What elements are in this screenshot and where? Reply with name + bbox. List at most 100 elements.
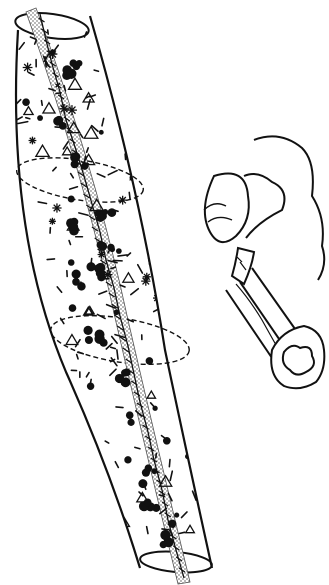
rod-inclusion (94, 70, 98, 71)
stippled-core (26, 8, 190, 584)
dot-inclusion (160, 530, 170, 540)
axial-core (26, 8, 190, 584)
rod-inclusion (19, 43, 24, 50)
dot-inclusion (174, 513, 179, 518)
dot-inclusion (68, 259, 75, 266)
triangle-inclusion (123, 273, 134, 282)
dot-inclusion (96, 214, 104, 222)
dot-inclusion (72, 278, 80, 286)
dot-inclusion (68, 195, 75, 202)
rod-inclusion (35, 40, 37, 44)
dot-inclusion (72, 270, 81, 279)
star-inclusion (23, 63, 33, 73)
rod-inclusion (153, 264, 154, 268)
rod-inclusion (87, 100, 90, 109)
triangle-inclusion (133, 171, 144, 180)
dot-inclusion (83, 326, 92, 335)
star-inclusion (141, 276, 150, 285)
dot-inclusion (124, 456, 131, 463)
rod-inclusion (70, 187, 78, 189)
rod-inclusion (29, 72, 34, 75)
rod-inclusion (84, 32, 86, 37)
rod-inclusion (127, 253, 130, 256)
star-inclusion (52, 203, 61, 212)
dot-inclusion (152, 468, 158, 474)
rod-inclusion (87, 148, 89, 152)
rod-inclusion (138, 265, 143, 273)
rod-inclusion (38, 202, 46, 204)
inset-segment (204, 136, 324, 388)
rod-inclusion (173, 373, 180, 379)
rod-inclusion (18, 122, 28, 124)
dot-inclusion (110, 247, 115, 252)
rod-inclusion (153, 267, 155, 274)
cylinder-right-edge (90, 16, 212, 568)
rod-inclusion (57, 287, 61, 292)
triangle-inclusion (36, 145, 49, 156)
rod-inclusion (179, 532, 184, 533)
rod-inclusion (71, 174, 74, 178)
rod-inclusion (79, 213, 88, 215)
rod-inclusion (169, 460, 170, 467)
dot-inclusion (87, 383, 94, 390)
rod-inclusion (175, 313, 179, 321)
rod-inclusion (26, 118, 30, 119)
triangle-inclusion (43, 103, 55, 113)
star-inclusion (48, 49, 58, 59)
dot-inclusion (146, 357, 154, 365)
rod-inclusion (147, 527, 148, 534)
rod-inclusion (118, 255, 127, 256)
rod-inclusion (112, 336, 117, 343)
rod-inclusion (56, 93, 61, 94)
dot-inclusion (37, 115, 43, 121)
rod-inclusion (80, 134, 82, 137)
rod-inclusion (99, 291, 107, 294)
dot-inclusion (81, 163, 88, 170)
dot-inclusion (100, 339, 108, 347)
star-inclusion (118, 196, 127, 205)
rod-inclusion (123, 119, 124, 124)
rod-inclusion (78, 352, 84, 354)
inset-right-outline (254, 136, 324, 280)
dot-inclusion (85, 336, 93, 344)
dot-inclusion (99, 130, 104, 135)
rod-inclusion (135, 447, 140, 448)
triangle-inclusion (186, 525, 195, 532)
dot-inclusion (116, 248, 122, 254)
rod-inclusion (117, 350, 118, 359)
star-inclusion (49, 218, 56, 225)
top-end-ellipse (14, 9, 91, 43)
triangle-inclusion (24, 107, 33, 115)
rod-inclusion (116, 407, 123, 408)
dot-inclusion (86, 262, 95, 271)
rod-inclusion (102, 118, 104, 125)
rod-inclusion (77, 354, 78, 358)
inclusions (13, 30, 196, 548)
inset-lobe-top (205, 174, 249, 243)
rod-inclusion (13, 117, 22, 122)
dot-inclusion (127, 419, 134, 426)
triangle-inclusion (147, 391, 155, 398)
inset-shaft-inner (236, 284, 280, 352)
triangle-inclusion (69, 78, 82, 89)
rod-inclusion (161, 268, 167, 270)
rod-inclusion (42, 101, 43, 105)
rod-inclusion (171, 305, 177, 307)
rod-inclusion (47, 259, 54, 260)
star-inclusion (29, 137, 37, 145)
dot-inclusion (115, 374, 124, 383)
star-inclusion (98, 251, 106, 259)
dot-inclusion (22, 98, 30, 106)
star-inclusion (103, 270, 112, 279)
rod-inclusions (13, 30, 196, 535)
dot-inclusions (22, 49, 190, 548)
rod-inclusion (137, 189, 139, 195)
rod-inclusion (133, 155, 139, 161)
inset-upper-outline (244, 174, 284, 238)
rod-inclusion (156, 454, 157, 458)
rod-inclusion (170, 471, 172, 480)
dot-inclusion (97, 241, 105, 249)
dot-inclusion (152, 406, 157, 411)
